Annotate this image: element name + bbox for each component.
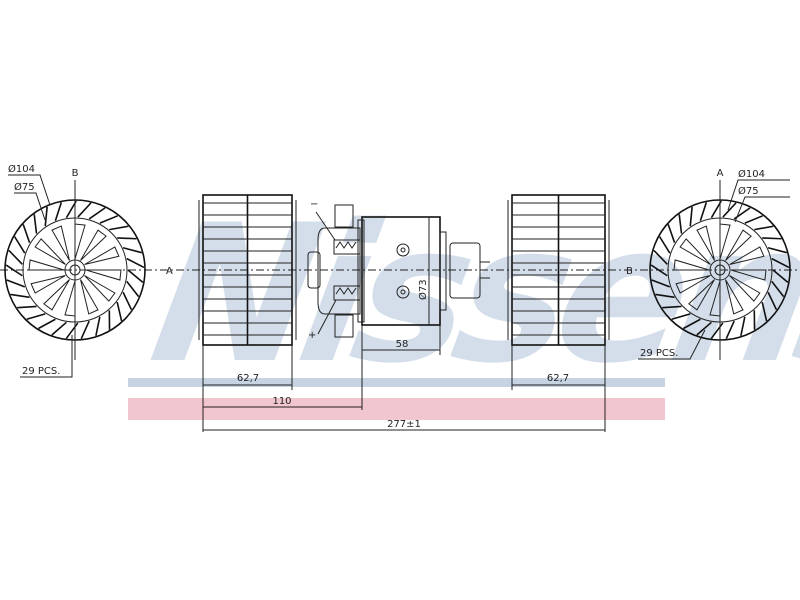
right-axis-b-label: B [626, 266, 633, 277]
motor-diameter-label: Ø73 [417, 279, 429, 300]
right-axis-a-label: A [717, 168, 724, 179]
dim-motor-length: 58 [396, 339, 409, 350]
left-fan-wheel-end-view [4, 199, 146, 341]
left-inner-diameter: Ø75 [14, 181, 35, 193]
right-inner-diameter: Ø75 [738, 185, 759, 197]
left-impeller-side-view [198, 194, 297, 346]
right-impeller-side-view [507, 194, 610, 346]
watermark-text: Nissens [138, 184, 800, 405]
left-axis-a-label: A [166, 266, 173, 277]
dim-to-motor: 110 [272, 396, 291, 407]
right-outer-diameter: Ø104 [738, 168, 765, 180]
right-blade-count: 29 PCS. [640, 348, 678, 359]
dim-left-wheel: 62,7 [237, 373, 259, 384]
dim-overall: 277±1 [387, 419, 421, 430]
dimension-lines [202, 325, 606, 432]
watermark: Nissens [128, 184, 800, 420]
left-axis-b-label: B [72, 168, 79, 179]
left-outer-diameter: Ø104 [8, 163, 35, 175]
watermark-bar-pink [128, 398, 665, 420]
watermark-bar-blue [128, 378, 665, 387]
negative-terminal-label: − [310, 199, 318, 210]
left-blade-count: 29 PCS. [22, 366, 60, 377]
motor-body [307, 204, 490, 338]
dim-right-wheel: 62,7 [547, 373, 569, 384]
positive-terminal-label: + [308, 330, 316, 341]
